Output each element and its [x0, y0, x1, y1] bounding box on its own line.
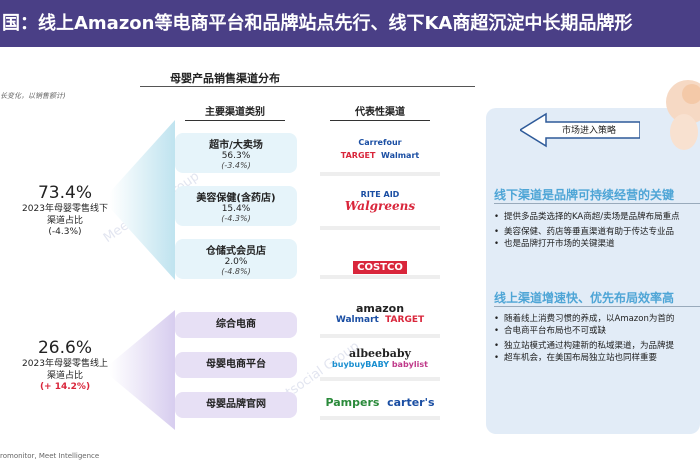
column-header-main: 主要渠道类别: [185, 103, 285, 121]
channel-share: 2.0%: [224, 257, 248, 267]
footnote: 长变化，以销售额计): [0, 92, 66, 100]
logo-group-baby: albeebaby buybuyBABY babylist: [320, 347, 440, 381]
divider: [140, 86, 475, 87]
offline-bullets: 提供多品类选择的KA商超/卖场是品牌布局重点 美容保健、药店等垂直渠道有助于传达…: [494, 211, 700, 253]
bullet-item: 超车机会，在美国布局独立站也同样重要: [494, 352, 700, 364]
target-logo: TARGET: [385, 315, 425, 325]
carrefour-logo: Carrefour: [358, 138, 402, 147]
channel-change: (-3.4%): [221, 161, 251, 170]
offline-pct: 73.4%: [37, 183, 92, 203]
page-header: 国：线上Amazon等电商平台和品牌站点先行、线下KA商超沉淀中长期品牌形: [0, 0, 700, 47]
offline-label: 2023年母婴零售线下渠道占比: [22, 204, 108, 226]
channel-box-baby-ecommerce: 母婴电商平台: [175, 352, 297, 378]
source-note: romonitor, Meet Intelligence: [0, 452, 100, 460]
channel-box-brand-site: 母婴品牌官网: [175, 392, 297, 418]
logo-group-ecommerce: amazon Walmart TARGET: [320, 302, 440, 338]
baby-illustration: [654, 72, 700, 152]
logo-group-health: RITE AID Walgreens: [320, 190, 440, 230]
online-heading: 线上渠道增速快、优先布局效率高: [494, 291, 675, 305]
bullet-item: 独立站模式通过构建新的私域渠道，为品牌提: [494, 340, 700, 352]
column-header-rep: 代表性渠道: [330, 103, 430, 121]
channel-share: 56.3%: [221, 151, 251, 161]
divider: [494, 306, 700, 307]
channel-name: 仓储式会员店: [206, 246, 266, 257]
carters-logo: carter's: [387, 396, 435, 409]
offline-fan: [110, 120, 175, 280]
chart-title: 母婴产品销售渠道分布: [170, 72, 280, 85]
strategy-label: 市场进入策略: [562, 126, 617, 136]
riteaid-logo: RITE AID: [360, 190, 400, 199]
channel-box-supermarket: 超市/大卖场 56.3% (-3.4%): [175, 133, 297, 173]
arrow-left-icon: [520, 112, 640, 148]
albeebaby-logo: albeebaby: [349, 347, 411, 360]
logo-group-warehouse: COSTCO: [320, 255, 440, 279]
walmart-logo: Walmart: [381, 151, 420, 160]
offline-heading: 线下渠道是品牌可持续经营的关键: [494, 188, 675, 202]
channel-box-health: 美容保健(含药店) 15.4% (-4.3%): [175, 186, 297, 226]
online-label: 2023年母婴零售线上渠道占比: [22, 359, 108, 381]
channel-name: 美容保健(含药店): [196, 193, 276, 204]
buybuybaby-logo: buybuyBABY: [332, 360, 390, 369]
bullet-item: 美容保健、药店等垂直渠道有助于传达专业品: [494, 226, 700, 238]
offline-summary: 73.4% 2023年母婴零售线下渠道占比 (-4.3%): [20, 183, 110, 237]
bullet-item: 也是品牌打开市场的关键渠道: [494, 238, 700, 250]
channel-share: 15.4%: [221, 204, 251, 214]
walgreens-logo: Walgreens: [344, 199, 416, 213]
online-pct: 26.6%: [37, 338, 92, 358]
online-change: (+ 14.2%): [39, 382, 91, 392]
online-summary: 26.6% 2023年母婴零售线上渠道占比 (+ 14.2%): [20, 338, 110, 392]
pampers-logo: Pampers: [325, 396, 380, 409]
babylist-logo: babylist: [391, 360, 428, 369]
channel-change: (-4.8%): [221, 267, 251, 276]
amazon-logo: amazon: [355, 302, 405, 315]
online-bullets: 随着线上消费习惯的养成，以Amazon为首的 合电商平台布局也不可或缺 独立站模…: [494, 313, 700, 367]
costco-logo: COSTCO: [353, 261, 407, 274]
bullet-item: 合电商平台布局也不可或缺: [494, 325, 700, 337]
online-fan: [110, 310, 175, 430]
channel-change: (-4.3%): [221, 214, 251, 223]
channel-box-ecommerce: 综合电商: [175, 312, 297, 338]
target-logo: TARGET: [340, 151, 376, 160]
strategy-panel: [486, 108, 700, 434]
baby-icon: [666, 80, 700, 150]
strategy-arrow: 市场进入策略: [520, 112, 640, 148]
bullet-item: 随着线上消费习惯的养成，以Amazon为首的: [494, 313, 700, 325]
logo-group-brand: Pampers carter's: [320, 396, 440, 420]
channel-box-warehouse: 仓储式会员店 2.0% (-4.8%): [175, 239, 297, 279]
walmart-logo: Walmart: [335, 315, 379, 325]
logo-group-supermarket: Carrefour TARGET Walmart: [320, 138, 440, 176]
channel-name: 超市/大卖场: [209, 140, 263, 151]
divider: [494, 203, 700, 204]
bullet-item: 提供多品类选择的KA商超/卖场是品牌布局重点: [494, 211, 700, 223]
offline-change: (-4.3%): [48, 227, 82, 237]
